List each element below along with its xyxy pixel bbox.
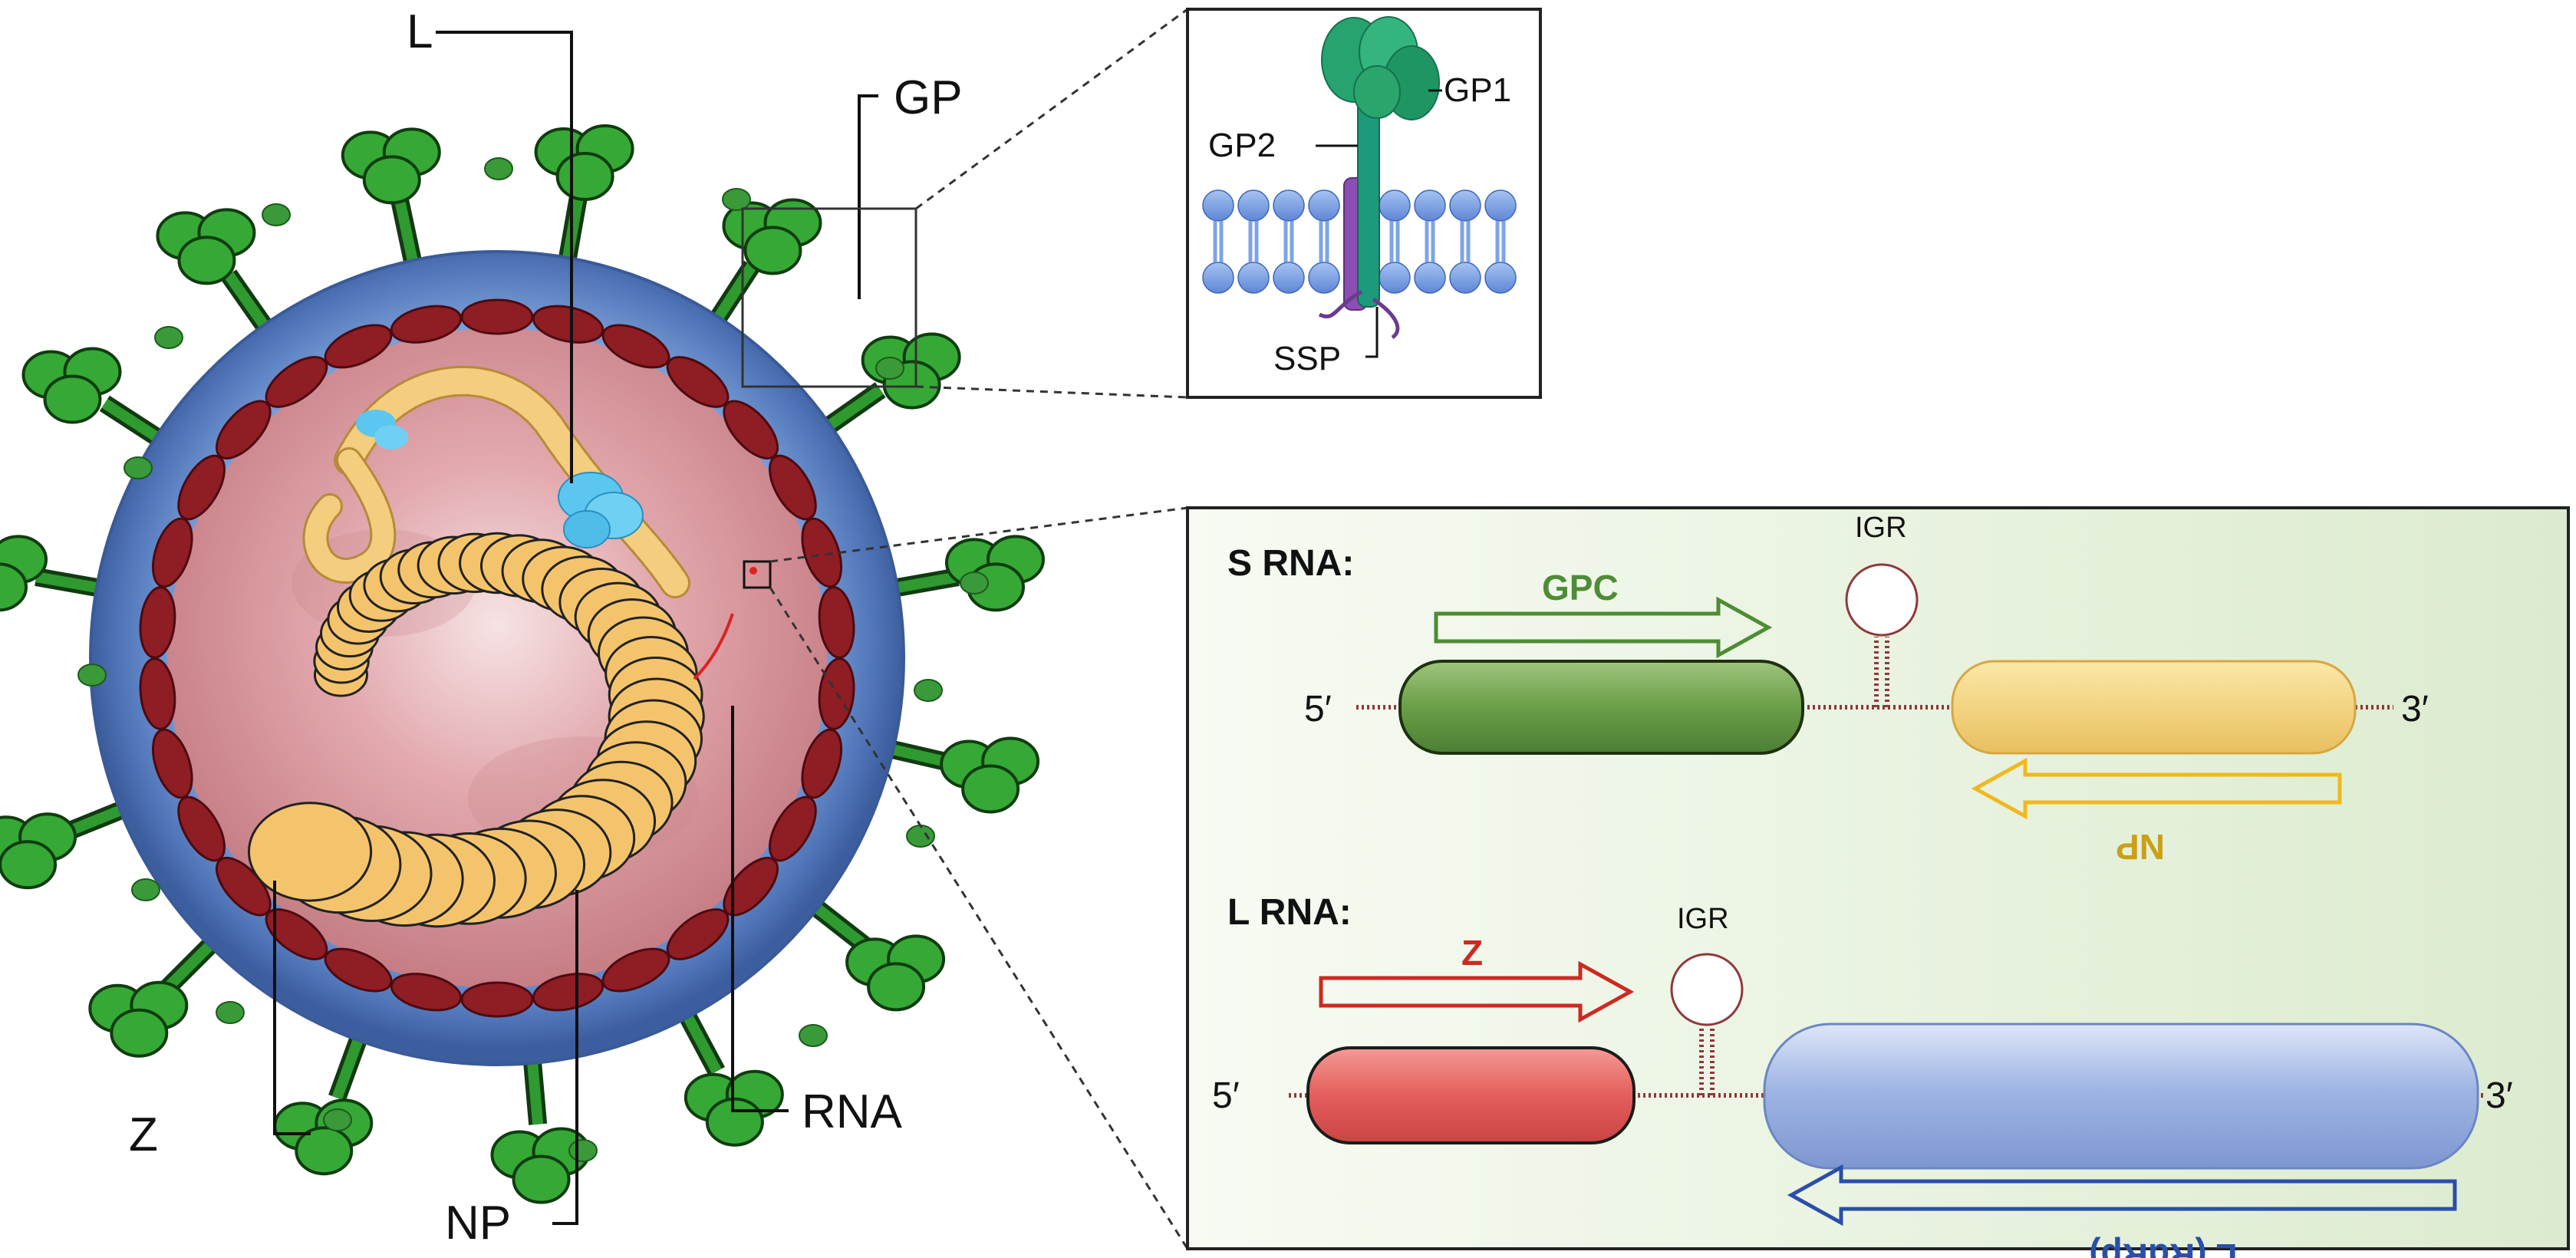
np-gene — [1951, 660, 2357, 755]
label-np: NP — [445, 1197, 511, 1250]
z-protein-subunit — [723, 857, 779, 917]
z-protein-subunit — [769, 454, 817, 521]
polymerase-l-protein — [356, 410, 644, 548]
s-rna-segment: S RNA: 5′ 3′ IGR GPC NP — [1227, 512, 2429, 867]
z-protein-subunit — [601, 947, 670, 993]
z-protein-subunit — [177, 795, 226, 862]
gpc-gene — [1398, 660, 1804, 755]
surface-particle — [914, 679, 943, 702]
z-leader — [273, 881, 311, 1135]
label-z: Z — [129, 1108, 158, 1161]
surface-particle — [154, 326, 183, 349]
z-protein-subunit — [801, 728, 843, 799]
matrix-z-protein-ring — [139, 298, 855, 1018]
label-gp1: GP1 — [1444, 71, 1511, 109]
np-direction-arrow — [1971, 757, 2342, 820]
l-rna-5prime: 5′ — [1212, 1075, 1240, 1116]
rna-leader — [731, 706, 789, 1112]
nucleocapsid-coil — [247, 532, 705, 928]
s-rna-3prime: 3′ — [2401, 689, 2429, 729]
s-rna-5prime: 5′ — [1304, 689, 1332, 729]
z-protein-subunit — [177, 454, 226, 521]
l-rna-title: L RNA: — [1227, 892, 1352, 933]
genome-organization-panel: S RNA: 5′ 3′ IGR GPC NP L RNA: 5′ 3′ — [1186, 506, 2570, 1258]
rna-strand — [693, 613, 734, 680]
surface-particle — [960, 571, 989, 594]
z-protein-subunit — [769, 795, 817, 862]
l-rna-3prime: 3′ — [2485, 1075, 2513, 1116]
gp-leader — [858, 94, 878, 299]
z-protein-subunit — [324, 947, 393, 993]
gpc-label: GPC — [1542, 568, 1619, 608]
surface-particle — [799, 1024, 828, 1047]
l-rna-segment: L RNA: 5′ 3′ IGR Z L (RdRp) — [1212, 892, 2513, 1258]
z-protein-subunit — [460, 298, 534, 335]
z-protein-subunit — [532, 973, 604, 1012]
label-ssp: SSP — [1273, 340, 1341, 377]
z-protein-subunit — [818, 586, 855, 659]
z-protein-subunit — [139, 657, 176, 730]
glycoprotein-spike — [828, 535, 1045, 612]
z-protein-subunit — [265, 356, 328, 408]
s-rna-title: S RNA: — [1227, 543, 1354, 584]
surface-particle — [124, 456, 153, 479]
l-leader — [436, 31, 573, 483]
z-protein-subunit — [390, 305, 463, 344]
rna-zoom-box — [743, 560, 772, 589]
surface-particle — [77, 664, 107, 687]
gp-zoom-box — [741, 207, 917, 388]
np-label: NP — [2116, 827, 2165, 867]
small-nucleocapsid — [302, 365, 690, 598]
z-protein-subunit — [151, 517, 193, 588]
z-protein-subunit — [215, 400, 272, 459]
surface-particle — [216, 1001, 245, 1024]
z-protein-subunit — [390, 973, 463, 1012]
np-leader — [552, 890, 578, 1225]
l-rdrp-label: L (RdRp) — [2089, 1237, 2237, 1258]
s-rna-igr: IGR — [1855, 512, 1907, 544]
z-protein-subunit — [666, 356, 730, 408]
z-protein-subunit — [723, 400, 779, 459]
label-rna: RNA — [802, 1085, 903, 1138]
z-protein-subunit — [801, 517, 843, 588]
gpc-direction-arrow — [1434, 596, 1773, 659]
glycoprotein-inset: GP1 GP2 SSP — [1186, 8, 1542, 399]
decorative-particles — [77, 157, 989, 1162]
z-direction-arrow — [1319, 960, 1635, 1023]
label-gp2: GP2 — [1208, 127, 1276, 164]
z-protein-subunit — [666, 908, 730, 960]
l-direction-arrow — [1787, 1164, 2457, 1227]
l-rdrp-gene — [1763, 1023, 2479, 1170]
z-protein-subunit — [460, 981, 534, 1018]
surface-particle — [131, 878, 160, 901]
label-l: L — [407, 5, 433, 58]
l-rna-igr: IGR — [1677, 903, 1729, 935]
surface-particle — [875, 357, 904, 380]
z-protein-subunit — [601, 324, 670, 369]
surface-particle — [262, 203, 291, 226]
z-protein-subunit — [151, 728, 193, 799]
surface-particle — [568, 1139, 598, 1162]
z-protein-subunit — [139, 586, 176, 659]
surface-particle — [323, 1108, 352, 1131]
surface-particle — [484, 157, 513, 180]
label-gp: GP — [894, 71, 963, 124]
surface-particle — [722, 188, 751, 211]
z-protein-subunit — [265, 908, 328, 960]
z-protein-subunit — [324, 324, 393, 369]
nucleoprotein-segment — [247, 802, 373, 902]
surface-particle — [906, 825, 935, 848]
z-gene — [1306, 1046, 1636, 1144]
z-label: Z — [1461, 933, 1483, 973]
